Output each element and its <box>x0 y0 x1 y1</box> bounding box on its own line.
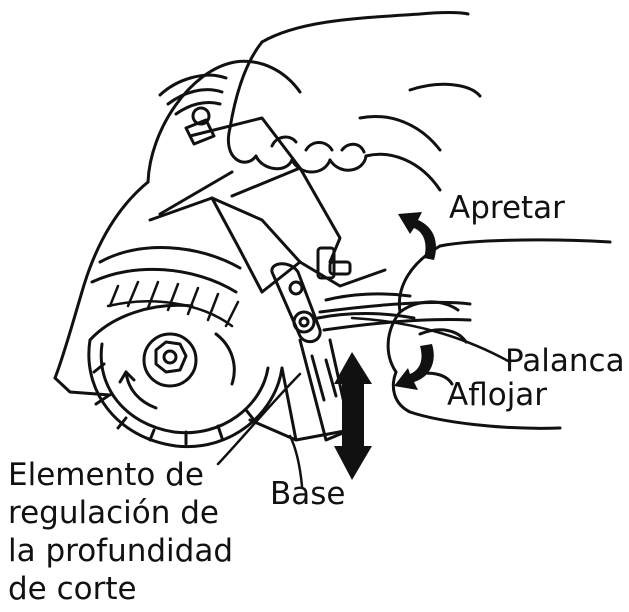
leader-base <box>288 434 304 488</box>
label-apretar: Apretar <box>449 190 565 226</box>
tighten-arrow-icon <box>398 212 437 260</box>
label-depth-line-4: de corte <box>8 571 137 607</box>
label-depth-line-2: regulación de <box>8 495 219 531</box>
label-depth-line-3: la profundidad <box>8 533 234 569</box>
lever-bracket <box>270 262 472 442</box>
leader-depth <box>216 372 302 466</box>
saw-blade <box>87 303 284 449</box>
blade-guard <box>106 280 240 328</box>
leader-palanca <box>350 316 512 364</box>
label-palanca: Palanca <box>505 343 625 379</box>
base-plate <box>248 366 352 442</box>
loosen-arrow-icon <box>394 344 434 390</box>
tool-housing <box>53 59 416 397</box>
hand-upper <box>226 11 482 192</box>
label-depth-adjuster: Elemento de regulación de la profundidad… <box>8 456 233 608</box>
label-aflojar: Aflojar <box>447 377 548 413</box>
label-depth-line-1: Elemento de <box>8 457 204 493</box>
depth-up-down-arrow-icon <box>334 352 372 480</box>
label-base: Base <box>270 476 346 512</box>
